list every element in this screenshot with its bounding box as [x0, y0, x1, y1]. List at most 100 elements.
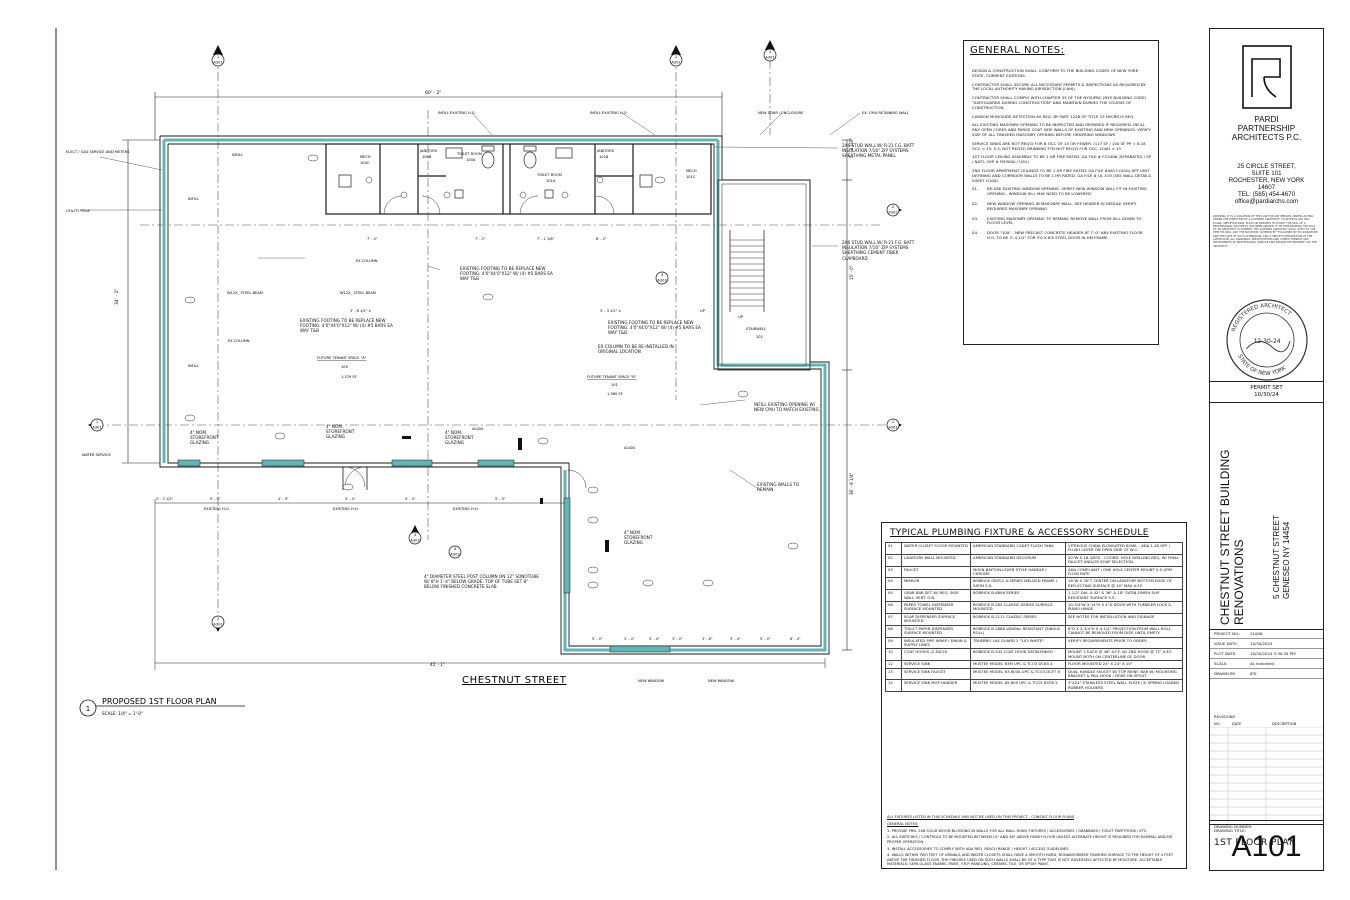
svg-text:EX COLUMN: EX COLUMN	[228, 339, 250, 343]
svg-text:100C: 100C	[360, 161, 370, 165]
info-row: PLOT DATE:10/30/2024 5:30:34 PM	[1210, 649, 1323, 659]
svg-text:2: 2	[892, 205, 894, 209]
project-title: CHESTNUT STREET BUILDING RENOVATIONS	[1218, 449, 1246, 625]
schedule-cell-b: BOBRICK B-6806 SERIES	[970, 589, 1066, 603]
svg-text:REGISTERED ARCHITECT: REGISTERED ARCHITECT	[1231, 303, 1292, 332]
dim-d5: 3' - 8 1/2" ±	[350, 309, 371, 313]
schedule-cell-c: VERIFY REQUIREMENTS PRIOR TO ORDER	[1065, 636, 1183, 650]
schedule-cell-n: 09	[885, 636, 902, 650]
svg-text:102: 102	[756, 335, 763, 339]
svg-text:TOILET ROOM: TOILET ROOM	[536, 173, 562, 177]
dim-c4: 3' - 0"	[672, 637, 683, 641]
svg-text:INFILL EXISTING H.O.: INFILL EXISTING H.O.	[438, 111, 476, 115]
schedule-cell-c: 3"X24" STAINLESS STEEL WALL PLATE (3) SP…	[1065, 679, 1183, 693]
svg-text:A301: A301	[671, 61, 680, 65]
svg-text:EXISTING H.O.: EXISTING H.O.	[204, 507, 230, 511]
section-marker-bottom-left: 2 A301	[211, 615, 225, 632]
svg-text:2: 2	[217, 617, 219, 621]
storefront-note-2: 4" NOM. STOREFRONT GLAZING	[326, 424, 354, 439]
schedule-cell-c: ADA COMPLIANT / ONE HOLE CENTER MOUNT 0.…	[1065, 565, 1183, 579]
section-marker-interior-a: 3 A303	[655, 271, 669, 285]
schedule-cell-c: VITREOUS CHINA ELONGATED BOWL - ADA 1.28…	[1065, 542, 1183, 555]
general-notes-title: GENERAL NOTES:	[970, 45, 1065, 56]
schedule-gn-title: GENERAL NOTES:	[887, 821, 919, 826]
svg-text:W12X_ STEEL BEAM: W12X_ STEEL BEAM	[340, 291, 376, 295]
rev-col-no: NO.	[1214, 722, 1221, 726]
info-row: DRAWN BY:JPD	[1210, 669, 1323, 679]
numbered-note: 02.NEW WINDOW OPENING IN MASONRY WALL. S…	[972, 200, 1137, 211]
schedule-cell-n: 07	[885, 612, 902, 626]
drawing-title: 1ST FLOOR PLAN	[1214, 838, 1297, 848]
section-marker-right-upper: 2 A302	[886, 203, 902, 217]
schedule-cell-a: GRAB BAR SET W/ REQ. SIDE WALL VERT. G.B…	[901, 589, 971, 603]
plan-notes: INFILL EXISTING H.O. INFILL EXISTING H.O…	[66, 111, 909, 683]
wall-outlines	[159, 135, 830, 655]
general-note: DESIGN & CONSTRUCTION SHALL CONFORM TO T…	[972, 68, 1139, 78]
dim-b2: 5' - 0"	[210, 497, 221, 501]
steel-post-note: 4" DIAMETER STEEL POST COLUMN ON 12" SON…	[424, 574, 539, 589]
leader-lines	[80, 112, 861, 491]
info-row: SCALE:As indicated	[1210, 659, 1323, 669]
svg-text:INFILL: INFILL	[188, 197, 199, 201]
general-note: CONTRACTOR SHALL SECURE ALL NECESSARY PE…	[972, 81, 1146, 92]
schedule-cell-c: SEE NOTES FOR INSTALLATION AND SIGNAGE	[1065, 612, 1183, 626]
general-note: SERVICE SINKS ARE NOT REQ'D FOR B OCC OF…	[972, 140, 1146, 151]
storefront-note-3: 4" NOM. STOREFRONT GLAZING	[445, 430, 473, 445]
permit-set: PERMIT SET 10/30/24	[1210, 381, 1323, 403]
schedule-cell-a: SERVICE SINK MOP HANGER	[901, 679, 971, 693]
info-row: PROJECT NO.:21006	[1210, 629, 1323, 639]
section-marker-top-3: 3 A301	[763, 40, 777, 62]
column-reinstall-note: EX COLUMN TO BE RE-INSTALLED IN ORIGINAL…	[598, 344, 674, 354]
schedule-cell-b: BOBRICK GRYCO A-SERIES WELDED FRAME / SA…	[970, 577, 1066, 591]
schedule-cell-a: WATER CLOSET FLOOR MOUNTED	[901, 542, 971, 555]
svg-text:NEW STAIR / ENCLOSURE: NEW STAIR / ENCLOSURE	[758, 111, 804, 115]
svg-text:INFILL: INFILL	[188, 364, 199, 368]
svg-text:STATE OF NEW YORK: STATE OF NEW YORK	[1236, 354, 1287, 377]
room-tenant-b: FUTURE TENANT SPACE "B"	[587, 375, 637, 379]
interior-walls	[325, 143, 712, 215]
project-address: 5 CHESTNUT STREET GENESEO NY 14454	[1272, 515, 1291, 599]
svg-text:EXISTING H.O.: EXISTING H.O.	[453, 507, 479, 511]
column-marks	[402, 436, 609, 552]
schedule-cell-b: BOBRICK B-542 COAT HOOK SATIN-FINISH	[970, 648, 1066, 662]
svg-text:12-30-24: 12-30-24	[1253, 338, 1280, 345]
overall-top-dim-text: 60' - 2"	[425, 90, 441, 96]
schedule-cell-a: MIRROR	[901, 577, 971, 591]
stair-treads	[729, 230, 765, 312]
street-label: CHESTNUT STREET	[462, 675, 567, 686]
section-markers: 1 A301 2 A301 3 A301 1 A301 2 A302	[88, 40, 902, 632]
schedule-cell-n: 14	[885, 679, 902, 693]
svg-text:101C: 101C	[686, 175, 696, 179]
svg-text:TOILET ROOM: TOILET ROOM	[456, 152, 482, 156]
svg-text:A301: A301	[213, 623, 222, 627]
footing-note-2: EXISTING FOOTING TO BE REPLACE NEW FOOTI…	[300, 318, 393, 333]
room-labels: MECH 100C JANITORS 100B TOILET ROOM 100A…	[317, 149, 766, 396]
general-note: CONTRACTOR SHALL COMPLY WITH CHAPTER 33 …	[972, 95, 1147, 110]
dim-c1: 5' - 0"	[592, 637, 603, 641]
svg-text:INFILL: INFILL	[232, 153, 243, 157]
general-note: ALL EXISTING MASONRY OPENING TO BE INSPE…	[972, 122, 1151, 137]
schedule-cell-c: 1-1/2" DIA. X 42" & 36" & 18" SATIN-FINI…	[1065, 589, 1183, 603]
firm-logo	[1242, 45, 1292, 109]
general-notes-box: GENERAL NOTES: DESIGN & CONSTRUCTION SHA…	[963, 40, 1159, 345]
schedule-cell-n: 01	[885, 542, 902, 555]
room-tenant-a: FUTURE TENANT SPACE "A"	[317, 356, 367, 360]
grid-lines	[95, 55, 888, 620]
plan-title: PROPOSED 1ST FLOOR PLAN	[102, 697, 217, 706]
svg-text:3: 3	[414, 533, 416, 537]
svg-text:MECH: MECH	[686, 169, 697, 173]
schedule-note: 4. WALLS WITHIN TWO FEET OF URINALS AND …	[887, 853, 1174, 867]
general-note: CARBON MONOXIDE DETECTION AS REQ. BY PAR…	[972, 113, 1135, 119]
svg-text:1: 1	[892, 420, 894, 424]
schedule-cell-a: FAUCET	[901, 565, 971, 579]
svg-text:A301: A301	[765, 56, 774, 60]
schedule-cell-c: FLOOR MOUNTED 24" X 24" X 10"	[1065, 660, 1183, 669]
drawing-number: A101	[1231, 830, 1302, 863]
overall-left-dim-text: 34' - 1"	[114, 289, 120, 305]
svg-text:A302: A302	[888, 211, 897, 215]
svg-text:3: 3	[769, 50, 771, 54]
section-marker-top-2: 2 A301	[669, 45, 683, 67]
firm-address: 25 CIRCLE STREET, SUITE 101 ROCHESTER, N…	[1228, 163, 1305, 205]
storefront-note-1: 4" NOM. STOREFRONT GLAZING	[190, 430, 218, 445]
